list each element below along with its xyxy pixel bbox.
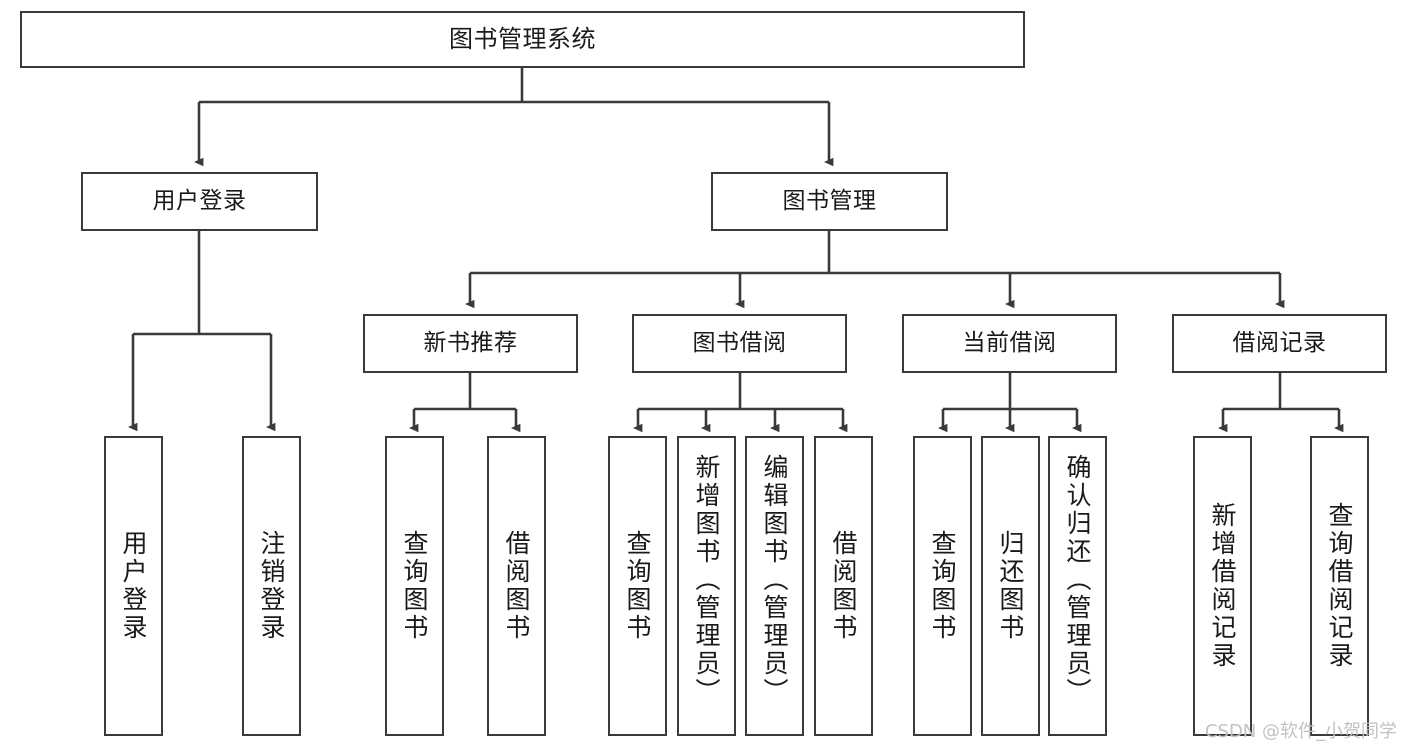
node-label: 借阅记录: [1232, 330, 1327, 357]
node-label: 查询图书: [928, 530, 957, 642]
node-label: 新增图书（管理员）: [692, 454, 721, 706]
node-label: 当前借阅: [962, 330, 1057, 357]
node-book-management[interactable]: 图书管理: [711, 172, 948, 231]
leaf-user-login-logout[interactable]: 注销登录: [242, 436, 301, 736]
leaf-borrow-record-add[interactable]: 新增借阅记录: [1193, 436, 1252, 736]
leaf-current-borrow-query[interactable]: 查询图书: [913, 436, 972, 736]
leaf-new-book-query[interactable]: 查询图书: [385, 436, 444, 736]
node-user-login[interactable]: 用户登录: [81, 172, 318, 231]
node-label: 用户登录: [152, 188, 247, 215]
node-label: 注销登录: [257, 530, 286, 642]
node-current-borrow[interactable]: 当前借阅: [902, 314, 1117, 373]
node-label: 新书推荐: [423, 330, 518, 357]
node-root-system[interactable]: 图书管理系统: [20, 11, 1025, 68]
node-book-borrow[interactable]: 图书借阅: [632, 314, 847, 373]
node-label: 图书管理: [782, 188, 877, 215]
leaf-user-login-login[interactable]: 用户登录: [104, 436, 163, 736]
node-new-book-recommend[interactable]: 新书推荐: [363, 314, 578, 373]
node-label: 编辑图书（管理员）: [760, 454, 789, 706]
node-label: 查询图书: [400, 530, 429, 642]
leaf-book-borrow-query[interactable]: 查询图书: [608, 436, 667, 736]
leaf-borrow-record-query[interactable]: 查询借阅记录: [1310, 436, 1369, 736]
node-label: 确认归还（管理员）: [1063, 454, 1092, 706]
node-label: 图书借阅: [692, 330, 787, 357]
leaf-new-book-borrow[interactable]: 借阅图书: [487, 436, 546, 736]
node-label: 借阅图书: [502, 530, 531, 642]
watermark: CSDN @软件_小贺同学: [1204, 721, 1397, 742]
node-label: 新增借阅记录: [1208, 502, 1237, 670]
node-label: 归还图书: [996, 530, 1025, 642]
node-label: 查询图书: [623, 530, 652, 642]
leaf-book-borrow-edit[interactable]: 编辑图书（管理员）: [745, 436, 804, 736]
node-borrow-record[interactable]: 借阅记录: [1172, 314, 1387, 373]
leaf-current-borrow-confirm-return[interactable]: 确认归还（管理员）: [1048, 436, 1107, 736]
node-label: 用户登录: [119, 530, 148, 642]
node-label: 查询借阅记录: [1325, 502, 1354, 670]
node-label: 借阅图书: [829, 530, 858, 642]
node-label: 图书管理系统: [449, 24, 596, 53]
leaf-book-borrow-borrow[interactable]: 借阅图书: [814, 436, 873, 736]
leaf-current-borrow-return[interactable]: 归还图书: [981, 436, 1040, 736]
leaf-book-borrow-add[interactable]: 新增图书（管理员）: [677, 436, 736, 736]
